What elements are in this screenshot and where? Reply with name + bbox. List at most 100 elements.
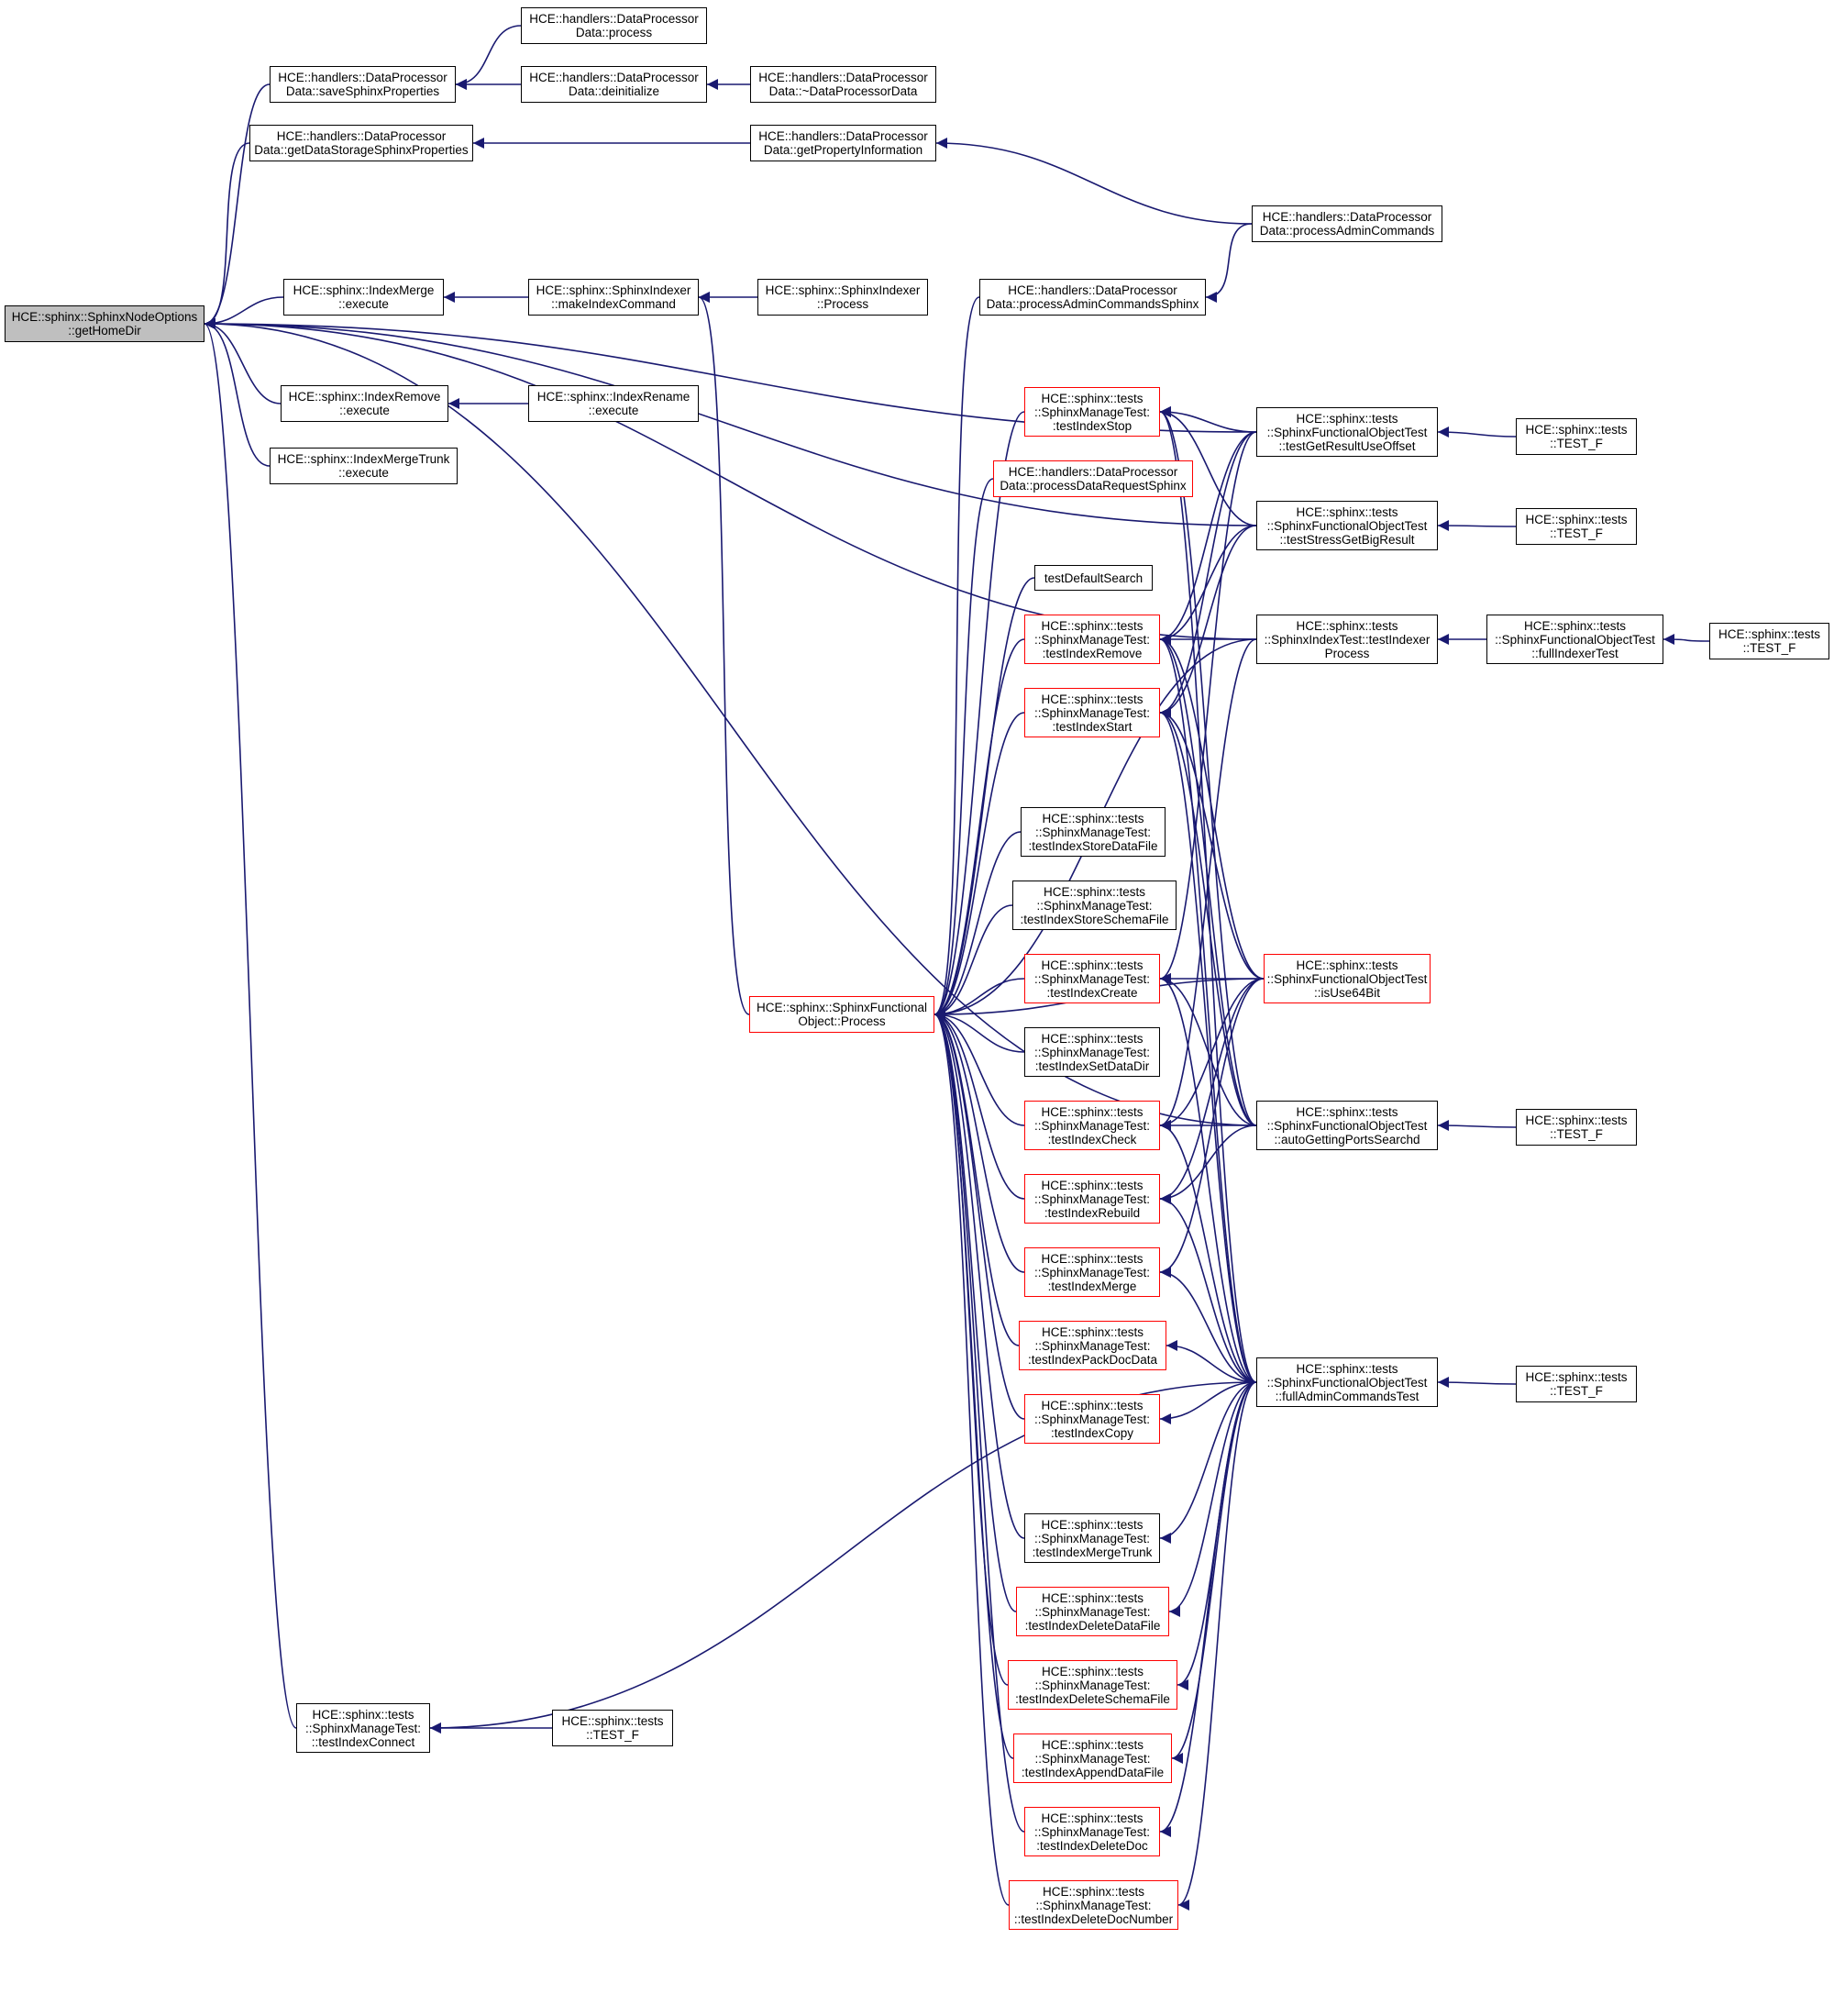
graph-node-idxTestProc[interactable]: HCE::sphinx::tests::SphinxIndexTest::tes… <box>1256 615 1438 664</box>
call-edge-tStop-to-sfoProcess <box>934 411 1025 1020</box>
call-edge-tCopy-to-sfoProcess <box>934 1009 1025 1420</box>
call-edge-stressBig-to-tStart <box>1159 525 1257 718</box>
graph-node-indexMerge[interactable]: HCE::sphinx::IndexMerge::execute <box>283 279 444 316</box>
graph-node-fullIndexer[interactable]: HCE::sphinx::tests::SphinxFunctionalObje… <box>1486 615 1663 664</box>
graph-node-tStoreSchema[interactable]: HCE::sphinx::tests::SphinxManageTest::te… <box>1012 881 1177 930</box>
graph-node-tDelDataFile[interactable]: HCE::sphinx::tests::SphinxManageTest::te… <box>1016 1587 1169 1636</box>
graph-node-testF5[interactable]: HCE::sphinx::tests::TEST_F <box>1516 1366 1637 1402</box>
node-label-line: HCE::sphinx::tests <box>312 1707 414 1722</box>
node-label-line: HCE::sphinx::tests <box>1296 1361 1398 1376</box>
graph-node-tSetDataDir[interactable]: HCE::sphinx::tests::SphinxManageTest::te… <box>1024 1027 1160 1077</box>
call-edge-fullAdmin-to-tCheck <box>1159 1120 1257 1383</box>
node-label-line: HCE::sphinx::tests <box>1296 1104 1398 1119</box>
node-label-line: ::SphinxManageTest: <box>1033 971 1151 986</box>
call-edge-tMergeTrunk-to-sfoProcess <box>934 1009 1025 1539</box>
call-edge-tAppend-to-sfoProcess <box>934 1009 1014 1759</box>
graph-node-testDefault[interactable]: testDefaultSearch <box>1034 565 1153 591</box>
call-edge-tDelDoc-to-sfoProcess <box>934 1009 1025 1833</box>
graph-node-fullAdmin[interactable]: HCE::sphinx::tests::SphinxFunctionalObje… <box>1256 1357 1438 1407</box>
node-label-line: HCE::sphinx::tests <box>1041 958 1143 972</box>
call-edge-autoPorts-to-tStop <box>1159 406 1257 1126</box>
node-label-line: :testIndexCopy <box>1050 1425 1134 1440</box>
node-label-line: HCE::sphinx::tests <box>1041 1517 1143 1532</box>
node-label-line: ::fullAdminCommandsTest <box>1275 1389 1420 1403</box>
call-edge-fullAdmin-to-tDelDoc <box>1159 1381 1257 1837</box>
call-edge-fullAdmin-to-tCopy <box>1159 1381 1257 1424</box>
node-label-line: ::SphinxManageTest: <box>1033 705 1151 720</box>
node-label-line: HCE::sphinx::IndexMerge <box>293 283 435 297</box>
graph-node-tStart[interactable]: HCE::sphinx::tests::SphinxManageTest::te… <box>1024 688 1160 737</box>
graph-node-stressBig[interactable]: HCE::sphinx::tests::SphinxFunctionalObje… <box>1256 501 1438 550</box>
node-label-line: ::execute <box>339 404 390 417</box>
graph-node-tConnect[interactable]: HCE::sphinx::tests::SphinxManageTest:::t… <box>296 1703 430 1753</box>
node-label-line: ::TEST_F <box>1550 1384 1603 1398</box>
graph-node-sphIdxProcess[interactable]: HCE::sphinx::SphinxIndexer::Process <box>757 279 928 316</box>
graph-node-tStoreData[interactable]: HCE::sphinx::tests::SphinxManageTest::te… <box>1021 807 1166 857</box>
graph-node-indexRemove[interactable]: HCE::sphinx::IndexRemove::execute <box>281 385 448 422</box>
node-label-line: ::SphinxManageTest: <box>1033 1118 1151 1133</box>
graph-node-tStop[interactable]: HCE::sphinx::tests::SphinxManageTest::te… <box>1024 387 1160 437</box>
graph-node-tRebuild[interactable]: HCE::sphinx::tests::SphinxManageTest::te… <box>1024 1174 1160 1224</box>
graph-node-tMergeTrunk[interactable]: HCE::sphinx::tests::SphinxManageTest::te… <box>1024 1513 1160 1563</box>
graph-node-tDelSchema[interactable]: HCE::sphinx::tests::SphinxManageTest::te… <box>1008 1660 1177 1710</box>
graph-node-testF3[interactable]: HCE::sphinx::tests::TEST_F <box>1709 623 1829 659</box>
graph-node-getResult[interactable]: HCE::sphinx::tests::SphinxFunctionalObje… <box>1256 407 1438 457</box>
graph-node-tDelDocNum[interactable]: HCE::sphinx::tests::SphinxManageTest:::t… <box>1009 1880 1178 1930</box>
call-edge-stressBig-to-root <box>204 318 1257 526</box>
call-edge-testF3-to-fullIndexer <box>1663 634 1710 646</box>
graph-node-testFConnect[interactable]: HCE::sphinx::tests::TEST_F <box>552 1710 673 1746</box>
node-label-line: :testIndexSetDataDir <box>1034 1058 1150 1073</box>
graph-node-tDelDoc[interactable]: HCE::sphinx::tests::SphinxManageTest::te… <box>1024 1807 1160 1856</box>
graph-node-indexMergeTrunk[interactable]: HCE::sphinx::IndexMergeTrunk::execute <box>270 448 458 484</box>
graph-node-testF2[interactable]: HCE::sphinx::tests::TEST_F <box>1516 508 1637 545</box>
node-label-line: HCE::sphinx::SphinxFunctional <box>756 1001 928 1014</box>
node-label-line: HCE::handlers::DataProcessor <box>529 12 699 26</box>
node-label-line: ::SphinxFunctionalObjectTest <box>1495 632 1655 647</box>
node-label-line: HCE::sphinx::tests <box>1042 1884 1145 1899</box>
graph-node-tCopy[interactable]: HCE::sphinx::tests::SphinxManageTest::te… <box>1024 1394 1160 1444</box>
graph-node-indexRename[interactable]: HCE::sphinx::IndexRename::execute <box>528 385 699 422</box>
graph-node-root[interactable]: HCE::sphinx::SphinxNodeOptions::getHomeD… <box>5 305 204 342</box>
node-label-line: HCE::sphinx::tests <box>1041 1590 1144 1605</box>
node-label-line: HCE::sphinx::tests <box>1525 423 1628 437</box>
node-label-line: :testIndexStart <box>1052 719 1132 734</box>
call-edge-tDelDocNum-to-sfoProcess <box>934 1009 1010 1906</box>
node-label-line: ::SphinxManageTest: <box>304 1721 422 1735</box>
graph-node-tMerge[interactable]: HCE::sphinx::tests::SphinxManageTest::te… <box>1024 1247 1160 1297</box>
graph-node-tRemove[interactable]: HCE::sphinx::tests::SphinxManageTest::te… <box>1024 615 1160 664</box>
graph-node-isUse64[interactable]: HCE::sphinx::tests::SphinxFunctionalObje… <box>1264 954 1431 1003</box>
graph-node-testF1[interactable]: HCE::sphinx::tests::TEST_F <box>1516 418 1637 455</box>
node-label-line: Data::getDataStorageSphinxProperties <box>254 143 469 157</box>
graph-node-tCreate[interactable]: HCE::sphinx::tests::SphinxManageTest::te… <box>1024 954 1160 1003</box>
node-label-line: HCE::sphinx::tests <box>1525 1370 1628 1384</box>
graph-node-autoPorts[interactable]: HCE::sphinx::tests::SphinxFunctionalObje… <box>1256 1101 1438 1150</box>
graph-node-tAppend[interactable]: HCE::sphinx::tests::SphinxManageTest::te… <box>1013 1734 1172 1783</box>
node-label-line: ::TEST_F <box>1742 641 1796 655</box>
call-edge-getDSSP-to-root <box>204 142 250 329</box>
node-label-line: ::testGetResultUseOffset <box>1278 438 1416 453</box>
call-edge-isUse64-to-tMerge <box>1159 978 1265 1278</box>
node-label-line: HCE::sphinx::tests <box>1525 513 1628 526</box>
node-label-line: HCE::handlers::DataProcessor <box>758 129 928 143</box>
call-edge-dpProcess-to-saveSphinx <box>455 25 522 90</box>
node-label-line: ::SphinxManageTest: <box>1033 1531 1151 1545</box>
node-label-line: HCE::sphinx::tests <box>1041 1398 1143 1412</box>
node-label-line: Data::~DataProcessorData <box>768 84 918 98</box>
graph-node-tPackDoc[interactable]: HCE::sphinx::tests::SphinxManageTest::te… <box>1019 1321 1166 1370</box>
node-label-line: ::SphinxManageTest: <box>1034 1751 1151 1766</box>
graph-node-makeIndex[interactable]: HCE::sphinx::SphinxIndexer::makeIndexCom… <box>528 279 699 316</box>
call-edge-autoPorts-to-tCreate <box>1159 973 1257 1126</box>
graph-node-tCheck[interactable]: HCE::sphinx::tests::SphinxManageTest::te… <box>1024 1101 1160 1150</box>
graph-node-testF4[interactable]: HCE::sphinx::tests::TEST_F <box>1516 1109 1637 1146</box>
node-label-line: ::SphinxManageTest: <box>1033 1824 1151 1839</box>
